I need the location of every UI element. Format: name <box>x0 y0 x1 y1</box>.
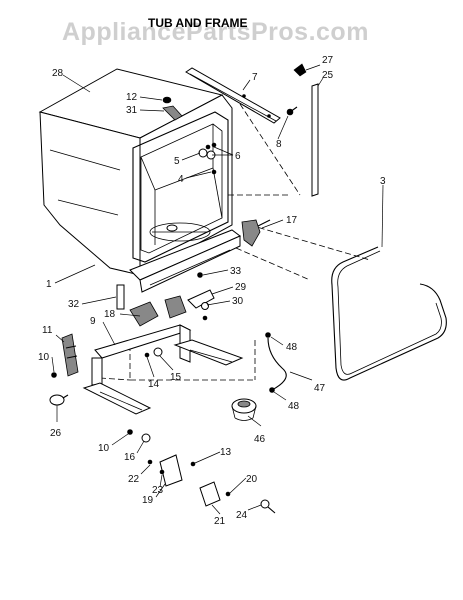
callout-47: 47 <box>314 383 326 394</box>
callout-labels: 28 7 27 25 12 31 8 5 6 4 3 17 1 33 29 30… <box>38 55 386 527</box>
callout-17: 17 <box>286 215 298 226</box>
callout-24: 24 <box>236 510 248 521</box>
callout-15: 15 <box>170 372 182 383</box>
leader-lines <box>51 64 384 515</box>
callout-31: 31 <box>126 105 138 116</box>
callout-10-bottom: 10 <box>98 443 110 454</box>
callout-28: 28 <box>52 68 64 79</box>
callout-12: 12 <box>126 92 138 103</box>
callout-6: 6 <box>235 151 241 162</box>
callout-46: 46 <box>254 434 266 445</box>
callout-20: 20 <box>246 474 258 485</box>
callout-25: 25 <box>322 70 334 81</box>
side-strip <box>293 63 319 197</box>
bracket-12-31 <box>162 96 183 121</box>
screw-8 <box>286 106 298 116</box>
parts-4-5-6 <box>198 142 217 175</box>
post-32 <box>116 284 125 310</box>
foot-11 <box>61 333 79 377</box>
screw-10b <box>127 429 133 435</box>
hinge-17 <box>241 219 271 247</box>
callout-48-bottom: 48 <box>288 401 300 412</box>
callout-29: 29 <box>235 282 247 293</box>
callout-7: 7 <box>252 72 258 83</box>
callout-3: 3 <box>380 176 386 187</box>
upper-rail <box>185 67 281 124</box>
drain-hose-47 <box>265 332 287 393</box>
base-frame <box>82 295 244 415</box>
callout-22: 22 <box>128 474 140 485</box>
diagram-title: TUB AND FRAME <box>148 16 248 30</box>
bracket-29-30 <box>187 272 215 321</box>
callout-26: 26 <box>50 428 62 439</box>
callout-48-top: 48 <box>286 342 298 353</box>
door-gasket <box>331 246 447 381</box>
callout-11: 11 <box>42 325 53 336</box>
callout-30: 30 <box>232 296 244 307</box>
screw-10a <box>51 372 57 378</box>
callout-4: 4 <box>178 174 184 185</box>
callout-19: 19 <box>142 495 154 506</box>
lower-brackets <box>147 454 276 514</box>
screw-16 <box>141 433 151 443</box>
callout-14: 14 <box>148 379 160 390</box>
callout-32: 32 <box>68 299 80 310</box>
callout-27: 27 <box>322 55 334 66</box>
callout-13: 13 <box>220 447 232 458</box>
callout-23: 23 <box>152 485 164 496</box>
callout-16: 16 <box>124 452 136 463</box>
tub-assembly <box>38 68 241 293</box>
leveling-knob-26 <box>49 394 69 406</box>
watermark-text: AppliancePartsPros.com <box>62 18 369 46</box>
callout-21: 21 <box>214 516 226 527</box>
callout-10-left: 10 <box>38 352 50 363</box>
callout-8: 8 <box>276 139 282 150</box>
callout-18: 18 <box>104 309 116 320</box>
pump-46 <box>231 398 257 421</box>
callout-5: 5 <box>174 156 180 167</box>
phantom-lines <box>99 103 371 381</box>
callout-1: 1 <box>46 279 52 290</box>
callout-9: 9 <box>90 316 96 327</box>
callout-33: 33 <box>230 266 242 277</box>
